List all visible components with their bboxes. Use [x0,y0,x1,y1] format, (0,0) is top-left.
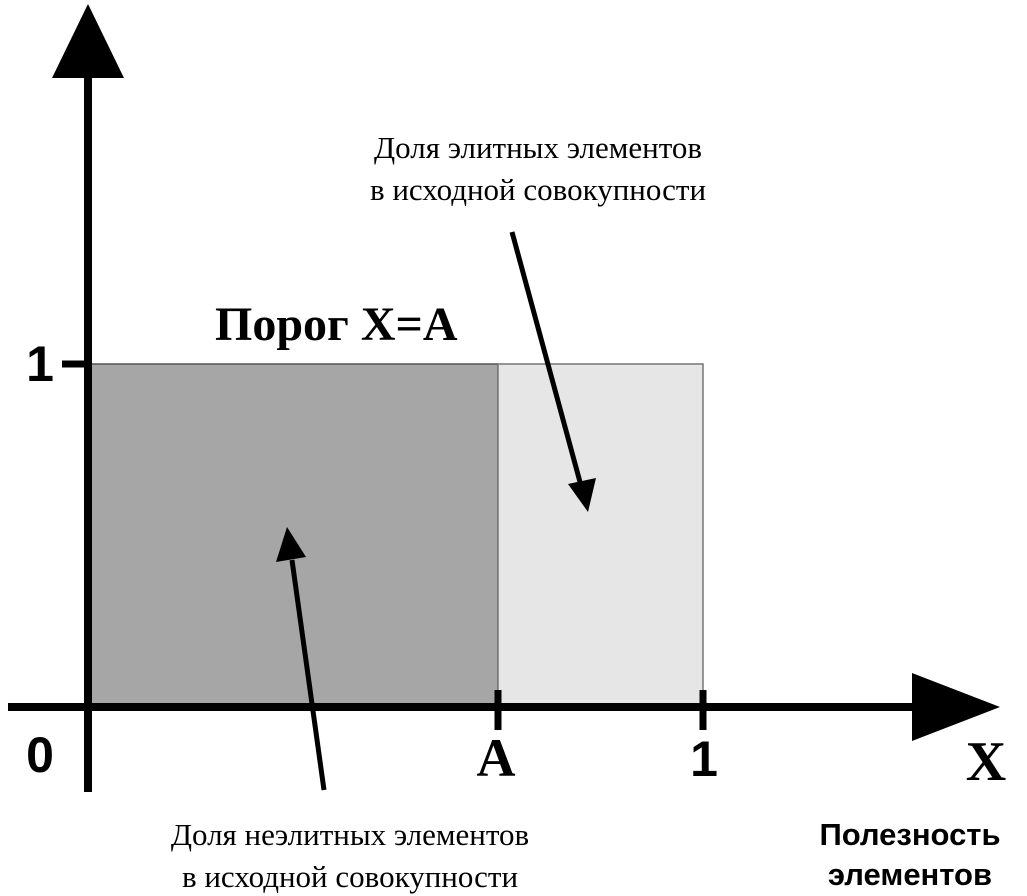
non-elite-share-caption-line2: в исходной совокупности [182,859,518,894]
threshold-label: Порог X=A [215,298,458,351]
x-tick-label-one: 1 [690,731,718,787]
non-elite-pointer-arrow [289,559,327,791]
elite-share-caption-line2: в исходной совокупности [370,172,706,207]
elite-share-caption-line1: Доля элитных элементов [374,130,702,165]
elite-pointer-arrow [509,231,583,483]
x-axis-name: X [966,731,1006,793]
x-axis-arrowhead [912,673,1000,741]
x-tick-label-a: A [477,728,516,788]
y-axis-arrowhead [52,4,124,78]
x-axis-description-line2: элементов [828,857,992,892]
y-tick-label-one: 1 [26,336,54,392]
non-elite-share-caption-line1: Доля неэлитных элементов [171,817,529,852]
elite-pointer-arrowhead [568,478,596,512]
elite-region [497,363,704,706]
x-tick-label-zero: 0 [26,727,54,783]
non-elite-region [89,363,499,706]
x-axis-description-line1: Полезность [819,817,1000,852]
non-elite-pointer-arrowhead [276,527,306,562]
